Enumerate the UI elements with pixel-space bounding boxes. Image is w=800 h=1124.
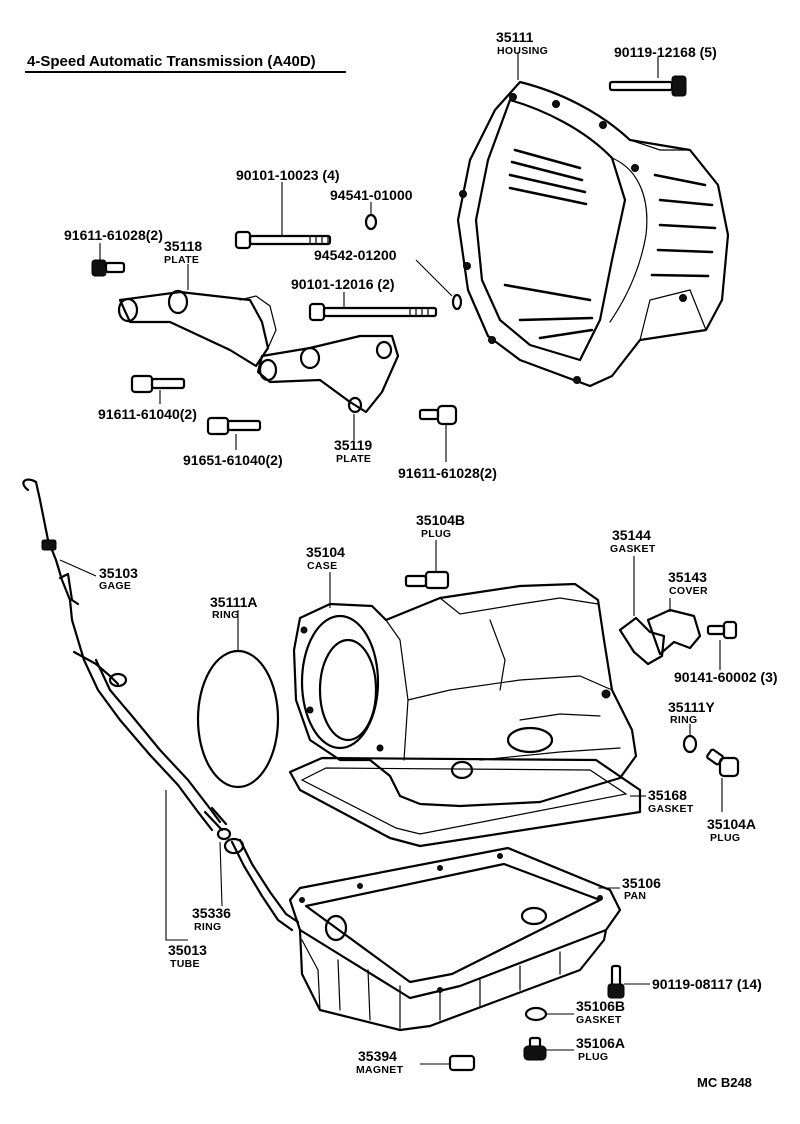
svg-text:GASKET: GASKET <box>576 1014 622 1026</box>
bolt-90101-12016-drawing <box>308 302 438 322</box>
svg-text:35119: 35119 <box>334 437 372 453</box>
svg-text:PLATE: PLATE <box>164 254 199 266</box>
svg-text:35168: 35168 <box>648 787 687 803</box>
svg-text:RING: RING <box>212 609 239 621</box>
label-35013: 35013 TUBE <box>168 942 207 970</box>
svg-text:35111: 35111 <box>496 29 534 45</box>
label-35144: 35144 GASKET <box>610 527 656 555</box>
svg-text:35143: 35143 <box>668 569 707 585</box>
svg-text:35118: 35118 <box>164 238 202 254</box>
label-35106: 35106 PAN <box>622 875 661 902</box>
svg-text:GAGE: GAGE <box>99 580 131 592</box>
svg-text:35394: 35394 <box>358 1048 397 1064</box>
label-90101-10023: 90101-10023 (4) <box>236 167 340 183</box>
label-35143: 35143 COVER <box>668 569 708 597</box>
gasket-35106B-drawing <box>524 1006 548 1022</box>
svg-text:PAN: PAN <box>624 890 646 902</box>
label-35118: 35118 PLATE <box>164 238 202 266</box>
svg-text:35111A: 35111A <box>210 594 258 610</box>
svg-text:35104A: 35104A <box>707 816 756 832</box>
diagram-code: MC B248 <box>697 1075 752 1090</box>
diagram-title: 4-Speed Automatic Transmission (A40D) <box>27 53 316 70</box>
bolt-90101-10023-drawing <box>234 230 332 250</box>
svg-text:TUBE: TUBE <box>170 958 200 970</box>
label-94541-01000: 94541-01000 <box>330 187 413 203</box>
svg-text:PLUG: PLUG <box>578 1051 608 1063</box>
label-91611-61028-lower: 91611-61028(2) <box>398 465 497 481</box>
bolt-90119-08117-drawing <box>607 964 625 999</box>
svg-text:35013: 35013 <box>168 942 207 958</box>
label-35106B: 35106B GASKET <box>576 998 625 1026</box>
svg-text:35106A: 35106A <box>576 1035 625 1051</box>
bolt-91611-61028-lower-drawing <box>418 404 458 426</box>
label-35111A: 35111A RING <box>210 594 258 621</box>
gage-tube-drawing <box>22 478 300 932</box>
case-drawing <box>292 582 638 808</box>
label-35104B: 35104B PLUG <box>416 512 465 540</box>
label-35103: 35103 GAGE <box>99 565 138 592</box>
pan-drawing <box>288 846 622 1032</box>
svg-text:CASE: CASE <box>307 560 337 572</box>
label-35111Y: 35111Y RING <box>668 699 715 726</box>
svg-text:35144: 35144 <box>612 527 651 543</box>
svg-text:PLATE: PLATE <box>336 453 371 465</box>
svg-text:HOUSING: HOUSING <box>497 45 548 57</box>
leader-lines <box>59 52 723 1065</box>
label-35119: 35119 PLATE <box>334 437 372 465</box>
bolt-90119-12168-drawing <box>608 75 687 97</box>
label-35104: 35104 CASE <box>306 544 345 572</box>
label-90141-60002: 90141-60002 (3) <box>674 669 778 685</box>
gasket-35144-drawing <box>618 616 666 666</box>
washer-94541-drawing <box>364 213 378 231</box>
plug-35106A-drawing <box>523 1036 547 1061</box>
svg-text:GASKET: GASKET <box>610 543 656 555</box>
label-90119-12168: 90119-12168 (5) <box>614 44 717 60</box>
svg-text:PLUG: PLUG <box>710 832 740 844</box>
plug-35104A-drawing <box>706 748 740 778</box>
part-labels: 35111 HOUSING 90119-12168 (5) 90101-1002… <box>64 29 778 1076</box>
label-35111: 35111 HOUSING <box>496 29 548 57</box>
plate-35118-drawing <box>117 289 277 368</box>
gasket-35168-inner <box>300 767 628 835</box>
ring-35111Y-drawing <box>682 734 698 754</box>
svg-text:35336: 35336 <box>192 905 231 921</box>
housing-drawing <box>456 80 730 388</box>
svg-text:PLUG: PLUG <box>421 528 451 540</box>
cover-35143-drawing <box>646 608 702 656</box>
svg-text:35104B: 35104B <box>416 512 465 528</box>
label-35104A: 35104A PLUG <box>707 816 756 844</box>
svg-text:35106: 35106 <box>622 875 661 891</box>
magnet-35394-drawing <box>448 1054 476 1072</box>
label-91611-61028-upper: 91611-61028(2) <box>64 227 163 243</box>
bolt-91611-61028-upper-drawing <box>91 259 126 277</box>
plug-35104B-drawing <box>404 570 450 590</box>
svg-text:35103: 35103 <box>99 565 138 581</box>
label-91611-61040: 91611-61040(2) <box>98 406 197 422</box>
label-35106A: 35106A PLUG <box>576 1035 625 1063</box>
bolt-91651-61040-drawing <box>206 416 262 436</box>
label-35336: 35336 RING <box>192 905 231 933</box>
label-91651-61040: 91651-61040(2) <box>183 452 283 468</box>
label-90119-08117: 90119-08117 (14) <box>652 976 762 992</box>
svg-text:MAGNET: MAGNET <box>356 1064 404 1076</box>
svg-text:35111Y: 35111Y <box>668 699 715 715</box>
label-35394: 35394 MAGNET <box>356 1048 404 1076</box>
svg-text:COVER: COVER <box>669 585 708 597</box>
bolt-90141-60002-drawing <box>706 620 738 640</box>
svg-text:RING: RING <box>194 921 221 933</box>
svg-text:GASKET: GASKET <box>648 803 694 815</box>
ring-35111A-drawing <box>196 649 280 789</box>
label-35168: 35168 GASKET <box>648 787 694 815</box>
svg-text:35106B: 35106B <box>576 998 625 1014</box>
washer-94542-drawing <box>451 293 463 311</box>
svg-text:RING: RING <box>670 714 697 726</box>
plate-35119-drawing <box>256 334 400 414</box>
label-90101-12016: 90101-12016 (2) <box>291 276 395 292</box>
label-94542-01200: 94542-01200 <box>314 247 397 263</box>
svg-text:35104: 35104 <box>306 544 345 560</box>
bolt-91611-61040-drawing <box>130 374 186 394</box>
gasket-35168-drawing <box>288 756 642 848</box>
